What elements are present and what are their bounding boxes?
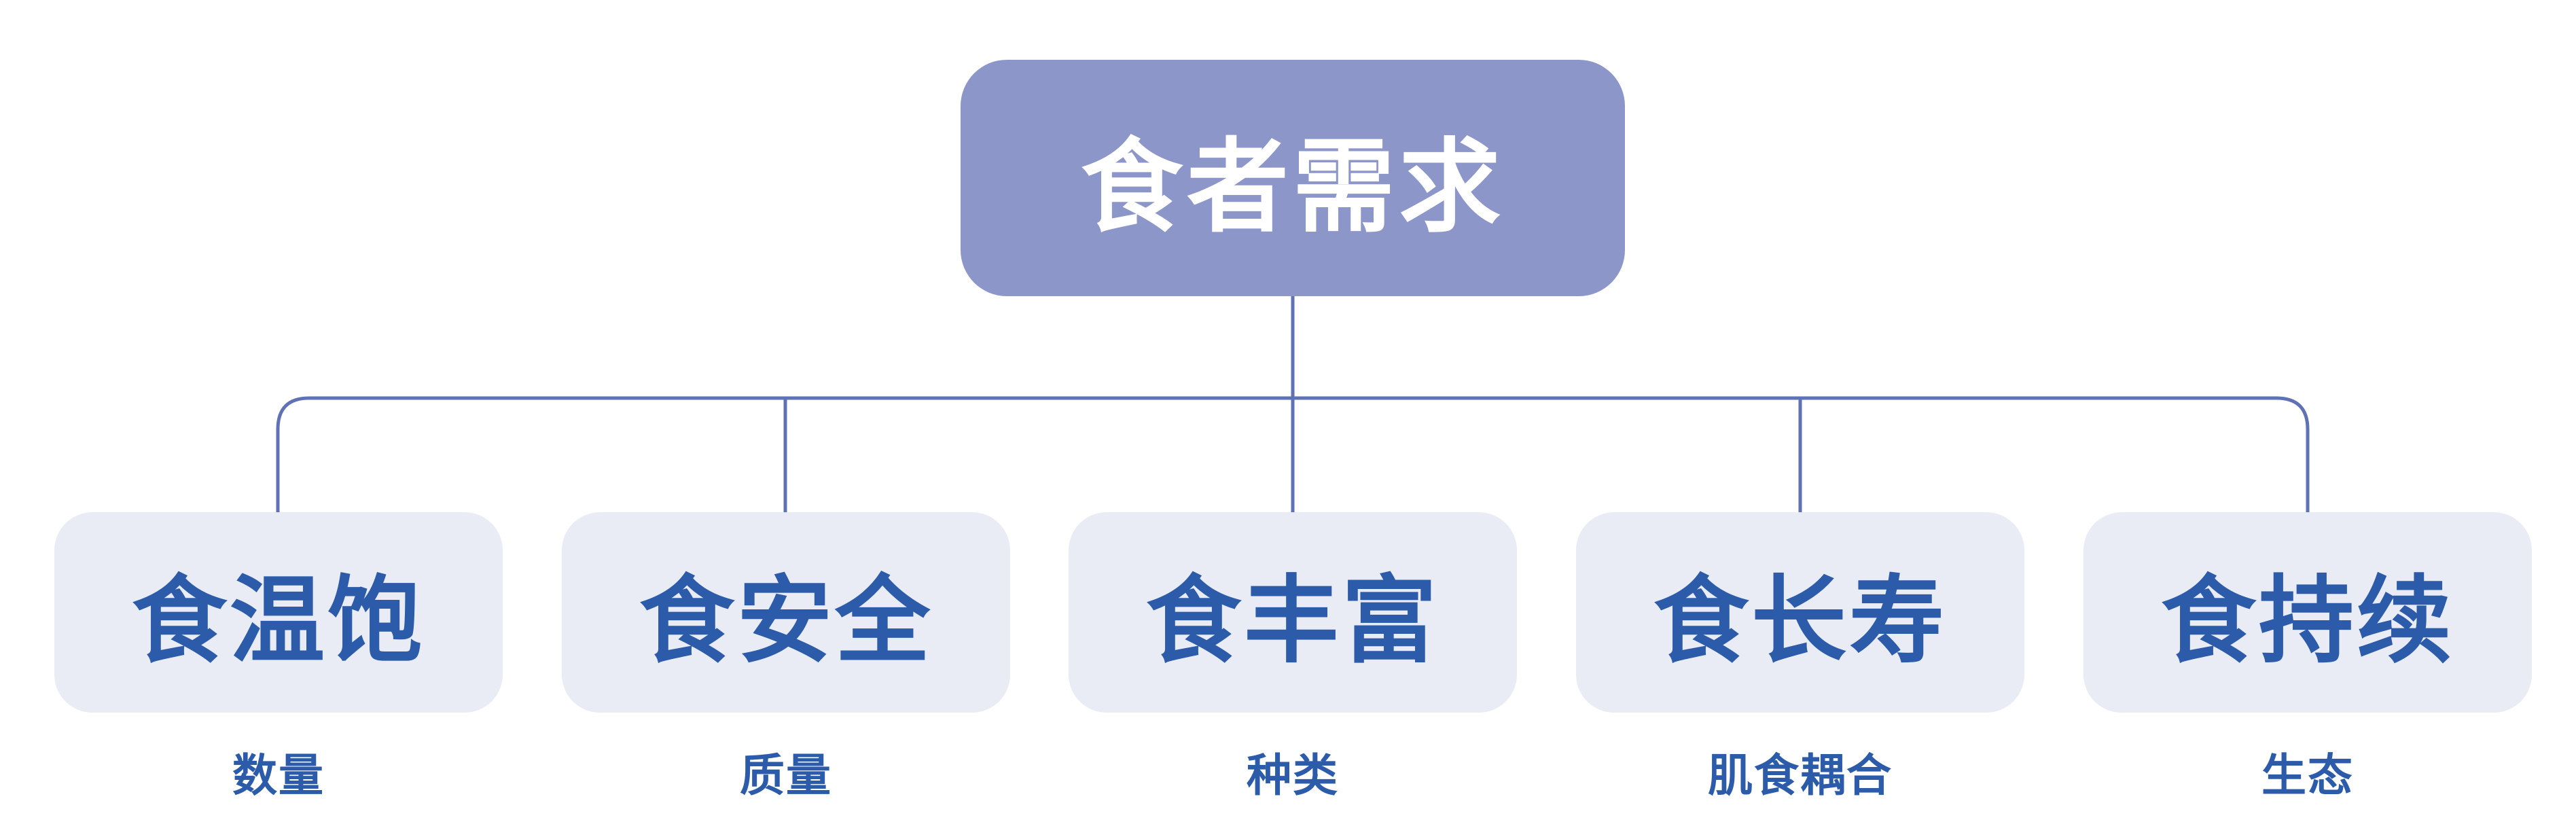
child-node-5: 食持续 <box>2083 512 2532 713</box>
child-sublabel-3: 种类 <box>1247 750 1339 800</box>
child-node-1-label: 食温饱 <box>131 567 425 674</box>
root-node-label: 食者需求 <box>1080 129 1505 244</box>
child-node-2: 食安全 <box>562 512 1010 713</box>
child-node-4: 食长寿 <box>1576 512 2024 713</box>
child-node-5-label: 食持续 <box>2160 567 2454 674</box>
child-node-2-label: 食安全 <box>639 567 933 674</box>
child-sublabel-1: 数量 <box>232 750 325 800</box>
child-sublabel-5: 生态 <box>2261 750 2354 800</box>
child-sublabel-2: 质量 <box>740 750 832 800</box>
child-sublabel-4: 肌食耦合 <box>1708 750 1893 800</box>
child-node-4-label: 食长寿 <box>1653 567 1947 674</box>
child-node-3-label: 食丰富 <box>1145 567 1439 674</box>
child-node-3: 食丰富 <box>1069 512 1517 713</box>
root-node: 食者需求 <box>961 60 1625 296</box>
child-node-1: 食温饱 <box>54 512 503 713</box>
connector-rail <box>276 396 2310 512</box>
